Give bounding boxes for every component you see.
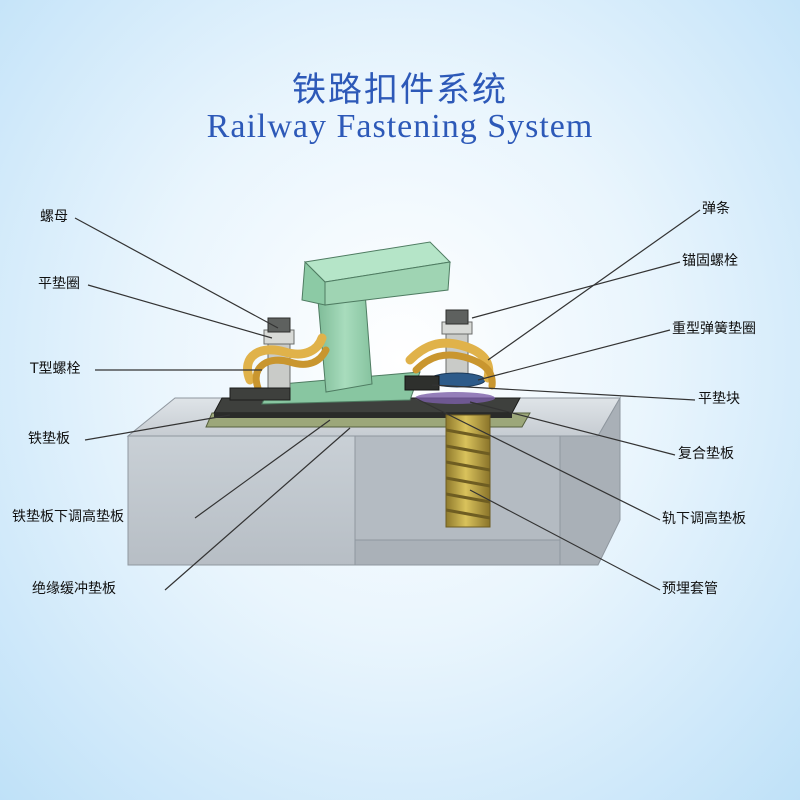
label-t-bolt: T型螺栓	[30, 361, 81, 377]
right-clip-assembly	[404, 309, 496, 404]
leader-lines	[74, 209, 701, 591]
label-flat-block: 平垫块	[698, 391, 740, 407]
leader-composite-pad	[469, 401, 676, 456]
leader-iron-pad	[84, 414, 231, 441]
diagram-title-english: Railway Fastening System	[206, 108, 594, 145]
label-anchor-bolt: 锚固螺栓	[682, 253, 738, 269]
label-rail-shim: 轨下调高垫板	[662, 511, 746, 527]
label-nut: 螺母	[40, 209, 68, 225]
label-heavy-spring-washer: 重型弹簧垫圈	[672, 321, 756, 337]
leader-flat-washer	[87, 284, 273, 339]
anchor-bolt-shape	[445, 414, 491, 528]
label-composite-pad: 复合垫板	[678, 446, 734, 462]
leader-nut	[74, 217, 279, 329]
leader-flat-block	[431, 384, 696, 401]
leader-rail-shim	[414, 397, 661, 521]
label-flat-washer: 平垫圈	[38, 276, 80, 292]
label-insulating-pad: 绝缘缓冲垫板	[32, 581, 116, 597]
label-embedded-sleeve: 预埋套管	[662, 581, 718, 597]
diagram-title-chinese: 铁路扣件系统	[292, 70, 508, 110]
leader-embedded-sleeve	[469, 489, 661, 591]
label-elastic-bar: 弹条	[702, 201, 730, 217]
leader-heavy-spring-washer	[477, 329, 671, 381]
leader-insulating-pad	[164, 427, 351, 591]
left-clip-assembly	[229, 317, 330, 401]
rail-shape	[261, 241, 452, 405]
leader-iron-pad-shim	[194, 419, 331, 519]
leader-anchor-bolt	[471, 261, 681, 319]
label-iron-pad: 铁垫板	[28, 431, 70, 447]
label-iron-pad-shim: 铁垫板下调高垫板	[12, 509, 124, 525]
